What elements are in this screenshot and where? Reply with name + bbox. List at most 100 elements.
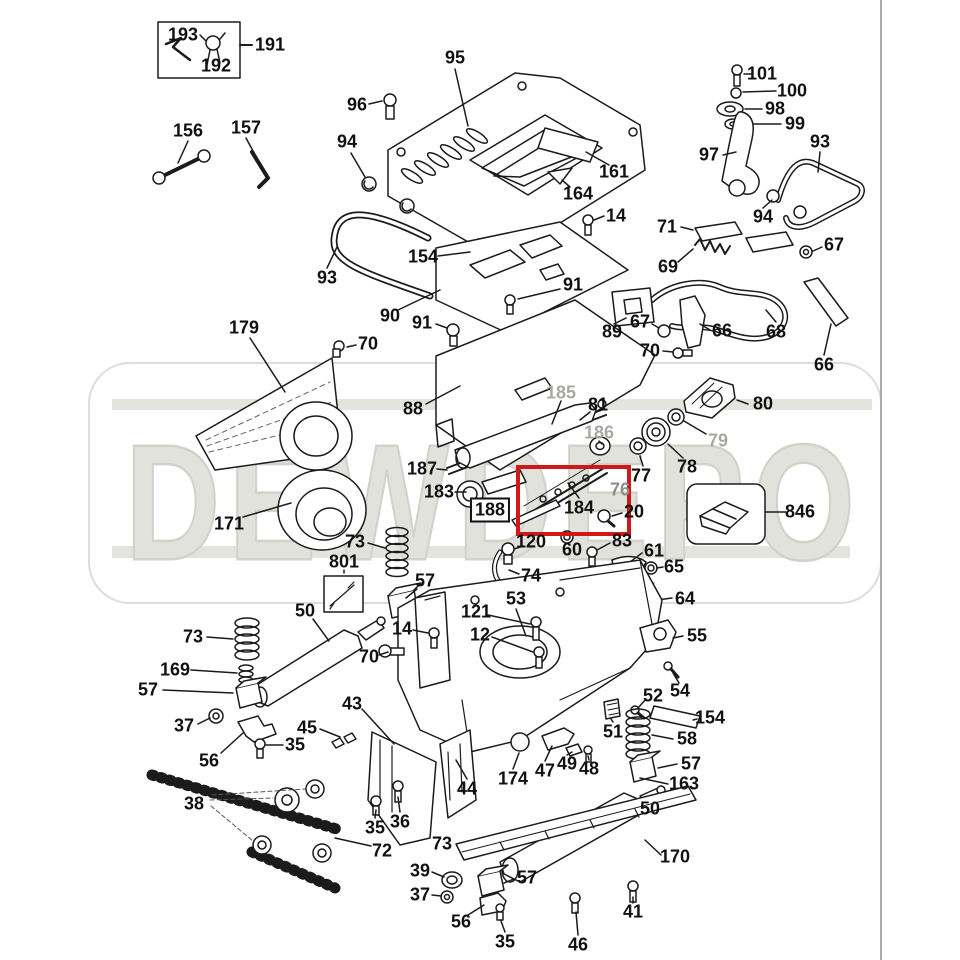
part-label-12: 12 [469,624,491,645]
part-label-39: 39 [409,860,431,881]
part-label-170: 170 [659,846,691,867]
part-label-78: 78 [676,456,698,477]
part-label-88: 88 [402,398,424,419]
part-label-121: 121 [460,601,492,622]
part-label-72: 72 [371,840,393,861]
part-label-73: 73 [182,626,204,647]
part-label-74: 74 [520,565,542,586]
part-label-66: 66 [813,354,835,375]
part-label-76: 76 [609,479,631,500]
part-label-77: 77 [630,465,652,486]
part-label-70: 70 [358,646,380,667]
part-label-52: 52 [642,685,664,706]
part-label-94: 94 [752,206,774,227]
part-label-69: 69 [657,256,679,277]
part-label-193: 193 [167,24,199,45]
part-label-99: 99 [784,113,806,134]
part-label-171: 171 [213,513,245,534]
part-label-188: 188 [469,497,511,523]
part-label-169: 169 [159,659,191,680]
part-label-93: 93 [809,131,831,152]
part-label-66: 66 [711,320,733,341]
part-label-55: 55 [686,625,708,646]
part-label-57: 57 [414,570,436,591]
part-label-90: 90 [379,305,401,326]
part-label-57: 57 [680,753,702,774]
part-label-79: 79 [707,430,729,451]
part-label-97: 97 [698,144,720,165]
part-label-93: 93 [316,267,338,288]
part-label-98: 98 [764,98,786,119]
part-label-35: 35 [364,817,386,838]
part-label-50: 50 [639,798,661,819]
part-label-57: 57 [137,679,159,700]
part-label-81: 81 [587,394,609,415]
part-label-70: 70 [357,333,379,354]
part-label-36: 36 [389,811,411,832]
part-label-56: 56 [450,911,472,932]
part-label-89: 89 [601,321,623,342]
watermark-stripe-bottom [112,546,850,558]
part-label-154: 154 [694,707,726,728]
part-label-179: 179 [228,317,260,338]
part-label-174: 174 [497,768,529,789]
part-label-801: 801 [328,551,360,572]
part-label-95: 95 [444,47,466,68]
part-label-91: 91 [562,274,584,295]
part-label-68: 68 [765,321,787,342]
part-label-35: 35 [284,734,306,755]
part-label-53: 53 [505,588,527,609]
part-label-94: 94 [336,131,358,152]
part-label-73: 73 [431,833,453,854]
part-label-41: 41 [622,901,644,922]
part-label-43: 43 [341,693,363,714]
part-label-157: 157 [230,117,262,138]
part-label-38: 38 [183,793,205,814]
part-label-14: 14 [605,205,627,226]
part-label-164: 164 [562,183,594,204]
part-label-37: 37 [173,715,195,736]
part-label-51: 51 [602,721,624,742]
part-label-61: 61 [643,540,665,561]
part-label-64: 64 [674,588,696,609]
part-label-83: 83 [611,530,633,551]
part-label-80: 80 [752,393,774,414]
part-label-67: 67 [629,311,651,332]
part-label-56: 56 [198,750,220,771]
part-label-100: 100 [776,80,808,101]
part-label-192: 192 [200,55,232,76]
part-label-101: 101 [746,63,778,84]
part-label-57: 57 [516,867,538,888]
part-label-14: 14 [391,618,413,639]
part-label-73: 73 [344,531,366,552]
part-label-187: 187 [406,458,438,479]
kit-box-outline [157,21,241,79]
part-label-65: 65 [663,556,685,577]
part-label-91: 91 [411,312,433,333]
part-label-46: 46 [567,934,589,955]
part-label-161: 161 [598,161,630,182]
part-label-48: 48 [578,758,600,779]
part-label-185: 185 [545,382,577,403]
part-label-184: 184 [563,497,595,518]
part-label-49: 49 [556,753,578,774]
part-label-71: 71 [656,216,678,237]
part-label-58: 58 [676,728,698,749]
highlight-red-box [516,465,631,536]
part-label-35: 35 [494,931,516,952]
part-label-191: 191 [254,34,286,55]
part-label-44: 44 [456,778,478,799]
part-label-154: 154 [407,246,439,267]
part-label-47: 47 [534,760,556,781]
part-label-120: 120 [515,531,547,552]
part-label-186: 186 [583,422,615,443]
part-label-37: 37 [409,884,431,905]
part-label-54: 54 [669,680,691,701]
part-label-96: 96 [346,94,368,115]
part-label-67: 67 [823,234,845,255]
part-label-156: 156 [172,120,204,141]
part-label-163: 163 [668,773,700,794]
part-label-70: 70 [639,340,661,361]
